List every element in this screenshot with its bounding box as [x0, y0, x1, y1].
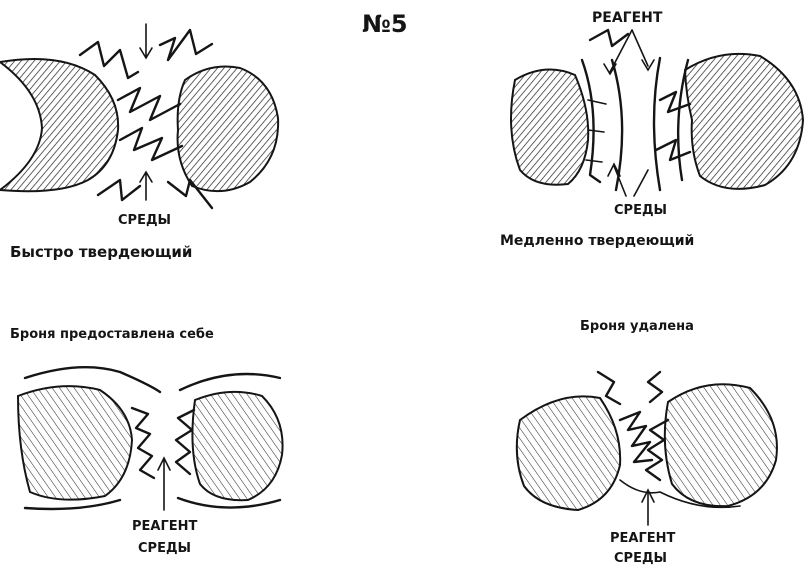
- right-grain: [178, 67, 279, 192]
- label-reagent: РЕАГЕНТ: [592, 10, 663, 26]
- label-medium: СРЕДЫ: [138, 541, 191, 556]
- page-number: №5: [362, 10, 408, 38]
- armor-shell: [180, 374, 280, 390]
- label-medium: СРЕДЫ: [614, 203, 667, 218]
- bond-line: [176, 410, 194, 474]
- caption-armor-removed: Броня удалена: [580, 319, 694, 334]
- panel-armor-removed: Броня удалена РЕАГЕНТ СРЕДЫ: [517, 319, 777, 566]
- bond-line: [590, 30, 628, 46]
- left-grain: [517, 396, 620, 510]
- label-medium: СРЕДЫ: [118, 213, 171, 228]
- caption-slow: Медленно твердеющий: [500, 233, 694, 249]
- arrow-up: [158, 458, 170, 510]
- bond-line: [132, 408, 154, 478]
- left-grain: [511, 70, 588, 185]
- right-grain: [665, 384, 777, 506]
- left-grain: [18, 386, 132, 500]
- left-grain: [0, 59, 118, 191]
- panel-fast-hardening: СРЕДЫ Быстро твердеющий: [0, 24, 278, 261]
- arrows-reagent: [604, 30, 654, 74]
- bond-line: [120, 128, 182, 160]
- bond-line: [118, 88, 180, 120]
- reagent-layer: [654, 58, 660, 190]
- arrow-down: [140, 24, 152, 58]
- label-reagent: РЕАГЕНТ: [610, 531, 676, 546]
- bond-line: [98, 180, 140, 200]
- panel-armor-left: Броня предоставлена себе РЕАГЕНТ СРЕДЫ: [10, 327, 283, 556]
- caption-armor-left: Броня предоставлена себе: [10, 327, 214, 342]
- arrows-medium: [608, 164, 648, 196]
- bond-line: [648, 372, 662, 402]
- label-reagent: РЕАГЕНТ: [132, 519, 198, 534]
- bond-line: [160, 30, 212, 60]
- label-medium: СРЕДЫ: [614, 551, 667, 566]
- right-grain: [192, 392, 282, 500]
- arrow-up: [140, 172, 152, 200]
- armor-shell: [25, 500, 120, 509]
- arrow-up: [642, 490, 654, 525]
- caption-fast: Быстро твердеющий: [10, 243, 192, 261]
- panel-slow-hardening: РЕАГЕНТ СРЕДЫ Медленно твердеющий: [500, 10, 803, 249]
- right-grain: [685, 54, 803, 189]
- bond-line: [656, 92, 690, 160]
- bond-line: [620, 412, 652, 462]
